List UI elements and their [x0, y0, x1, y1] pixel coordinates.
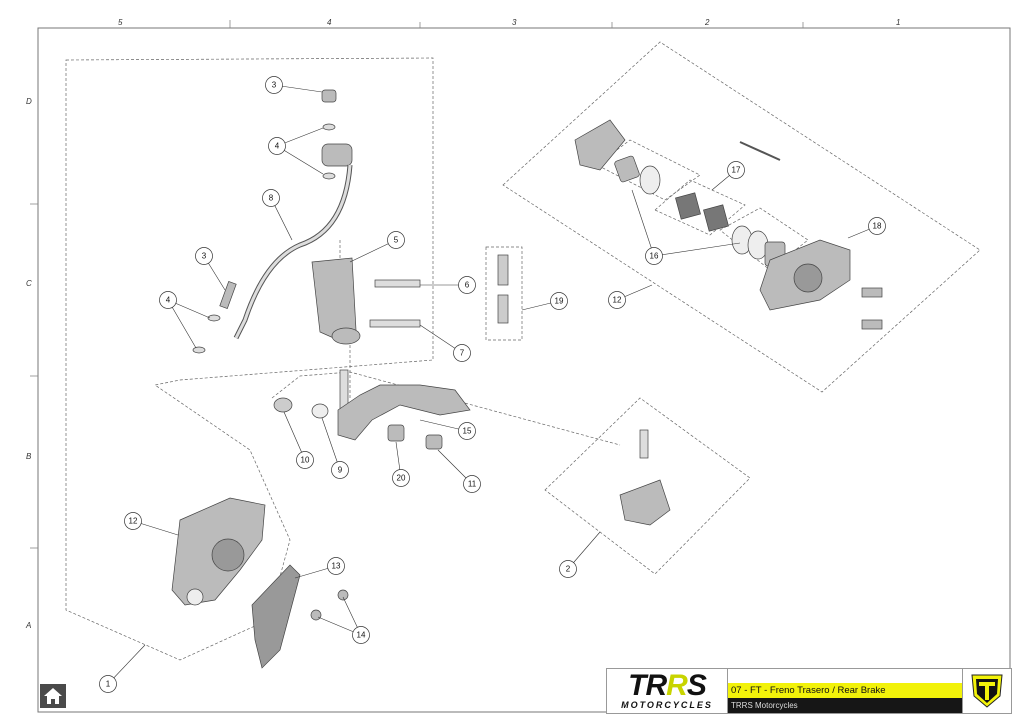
callout-number: 4	[275, 142, 280, 151]
callout-number: 2	[566, 565, 571, 574]
callout-number: 9	[338, 466, 343, 475]
callout-number: 1	[106, 680, 111, 689]
part-callout: 4	[268, 137, 286, 155]
leader-line	[321, 417, 341, 471]
zone-row-label: A	[25, 621, 31, 630]
part-callout: 18	[868, 217, 886, 235]
company-name: TRRS Motorcycles	[728, 698, 962, 713]
callout-number: 19	[555, 297, 564, 306]
part-callout: 4	[159, 291, 177, 309]
title-block: TRRS MOTORCYCLES 07 - FT - Freno Trasero…	[606, 668, 1012, 714]
callout-number: 12	[129, 517, 138, 526]
part-callout: 3	[195, 247, 213, 265]
part-callout: 8	[262, 189, 280, 207]
zone-column-label: 2	[704, 18, 710, 27]
callout-number: 12	[613, 296, 622, 305]
part-callout: 12	[124, 512, 142, 530]
callout-number: 16	[650, 252, 659, 261]
parts	[171, 89, 883, 669]
part-callout: 16	[645, 247, 663, 265]
leader-line	[631, 189, 655, 257]
callout-number: 10	[301, 456, 310, 465]
trrs-logo: TRRS MOTORCYCLES	[607, 669, 728, 713]
callout-number: 14	[357, 631, 366, 640]
part-callout: 10	[296, 451, 314, 469]
part-callout: 2	[559, 560, 577, 578]
home-button[interactable]	[40, 684, 66, 708]
callout-number: 7	[460, 349, 465, 358]
zone-row-label: C	[26, 279, 32, 288]
zone-column-label: 4	[327, 18, 332, 27]
part-callout: 11	[463, 475, 481, 493]
group-boundaries	[65, 41, 981, 661]
part-callout: 7	[453, 344, 471, 362]
zone-row-label: D	[26, 97, 32, 106]
callout-number: 6	[465, 281, 470, 290]
callout-number: 15	[463, 427, 472, 436]
part-callout: 9	[331, 461, 349, 479]
drawing-frame	[37, 27, 1011, 713]
callout-number: 3	[202, 252, 207, 261]
part-callout: 1	[99, 675, 117, 693]
zone-column-label: 5	[118, 18, 123, 27]
part-callout: 6	[458, 276, 476, 294]
part-callout: 13	[327, 557, 345, 575]
logo-subtext: MOTORCYCLES	[621, 700, 713, 710]
logo-text: TRRS	[628, 669, 707, 702]
callout-number: 8	[269, 194, 274, 203]
part-callout: 20	[392, 469, 410, 487]
zone-row-label: B	[26, 452, 32, 461]
part-callout: 17	[727, 161, 745, 179]
zone-column-label: 1	[896, 18, 900, 27]
leader-line	[107, 644, 146, 685]
part-callout: 15	[458, 422, 476, 440]
callout-number: 5	[394, 236, 399, 245]
part-callout: 12	[608, 291, 626, 309]
leader-line	[653, 242, 741, 257]
drawing-title: 07 - FT - Freno Trasero / Rear Brake	[728, 683, 962, 698]
callout-number: 11	[468, 480, 477, 489]
part-callout: 3	[265, 76, 283, 94]
home-icon	[44, 688, 62, 704]
trrs-shield-icon	[962, 669, 1011, 713]
leader-line	[276, 145, 324, 175]
callout-number: 3	[272, 81, 277, 90]
leader-line	[167, 299, 197, 349]
callout-number: 18	[873, 222, 882, 231]
part-callout: 19	[550, 292, 568, 310]
callout-number: 17	[732, 166, 741, 175]
zone-column-label: 3	[512, 18, 517, 27]
part-callout: 14	[352, 626, 370, 644]
part-callout: 5	[387, 231, 405, 249]
callout-number: 20	[397, 474, 406, 483]
callout-number: 13	[332, 562, 341, 571]
callout-number: 4	[166, 296, 171, 305]
